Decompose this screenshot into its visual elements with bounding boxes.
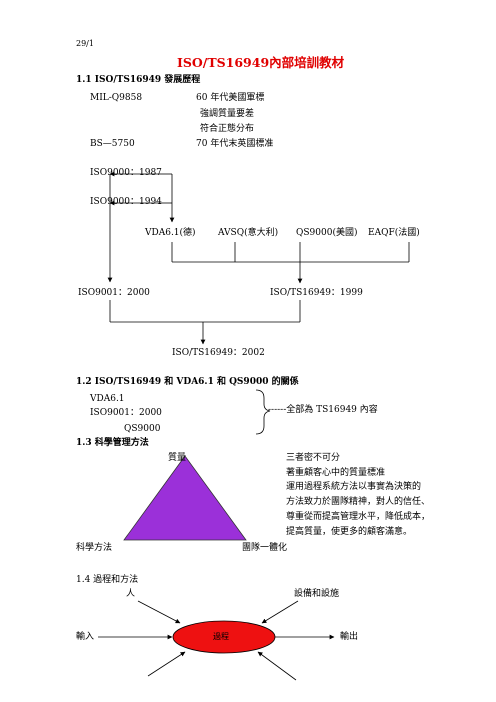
- bottom-left-arrow: [147, 651, 186, 677]
- management-triangle: [123, 455, 247, 541]
- mil-line-2: 強調質量要差: [200, 109, 255, 119]
- mil-line-1: 60 年代美國軍標: [196, 93, 265, 103]
- ts-1999: ISO/TS16949：1999: [270, 288, 363, 298]
- input-label: 輸入: [76, 632, 95, 642]
- standard-avsq: AVSQ(意大利): [218, 228, 279, 238]
- bs-code: BS—5750: [90, 139, 135, 149]
- page-title: ISO/TS16949內部培訓教材: [177, 55, 345, 70]
- method-text-5: 尊重從而提高管理水平，降低成本，: [286, 512, 431, 522]
- iso-1994: ISO9000：1994: [90, 197, 162, 207]
- equipment-arrow: [261, 600, 299, 624]
- ts-2002: ISO/TS16949：2002: [172, 348, 265, 358]
- method-text-2: 著重顧客心中的質量標准: [286, 468, 386, 478]
- iso-1987: ISO9000：1987: [90, 168, 162, 178]
- person-label: 人: [126, 589, 136, 599]
- curly-brace: [255, 389, 271, 435]
- page-number: 29/1: [76, 39, 94, 48]
- relation-item-qs: QS9000: [124, 424, 161, 434]
- equipment-label: 設備和設施: [294, 589, 340, 599]
- process-label: 過程: [213, 632, 229, 641]
- relation-item-iso: ISO9001：2000: [90, 408, 162, 418]
- relation-note: ------全部為 TS16949 內容: [268, 405, 378, 415]
- mil-code: MIL-Q9858: [90, 93, 143, 103]
- method-text-6: 提高質量，使更多的顧客滿意。: [286, 527, 413, 537]
- triangle-top-label: 質量: [168, 453, 187, 463]
- triangle-left-label: 科學方法: [76, 543, 113, 553]
- output-label: 輸出: [340, 632, 359, 642]
- triangle-right-label: 團隊一體化: [242, 543, 288, 553]
- section-1-2-heading: 1.2 ISO/TS16949 和 VDA6.1 和 QS9000 的關係: [76, 377, 299, 387]
- bottom-right-arrow: [257, 651, 297, 681]
- person-arrow: [137, 600, 181, 624]
- standard-qs9000: QS9000(美國): [296, 228, 358, 238]
- method-text-4: 方法致力於團隊精神，對人的信任、: [286, 497, 431, 507]
- method-text-3: 運用過程系統方法以事實為決策的: [286, 482, 422, 492]
- process-ellipse: [172, 620, 276, 654]
- section-1-1-heading: 1.1 ISO/TS16949 發展歷程: [76, 75, 201, 85]
- method-text-1: 三者密不可分: [286, 453, 341, 463]
- mil-line-3: 符合正態分布: [200, 124, 255, 134]
- section-1-3-heading: 1.3 科學管理方法: [76, 438, 149, 448]
- iso-2000: ISO9001：2000: [78, 288, 150, 298]
- bs-line: 70 年代末英國標准: [196, 139, 274, 149]
- section-1-4-heading: 1.4 過程和方法: [76, 575, 139, 585]
- standard-vda: VDA6.1(德): [145, 228, 196, 238]
- relation-item-vda: VDA6.1: [90, 394, 125, 404]
- standard-eaqf: EAQF(法國): [368, 228, 420, 238]
